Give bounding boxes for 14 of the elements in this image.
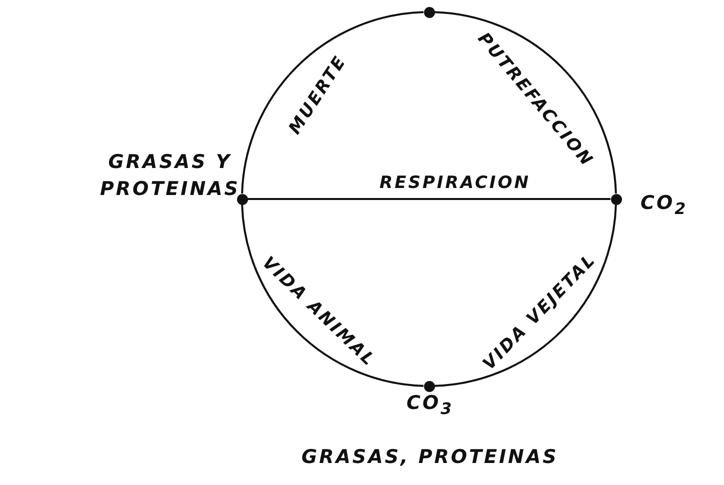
side-label: GRASAS, PROTEINAS [302, 446, 558, 470]
side-label: CO$_{2}$ [640, 192, 688, 218]
junction-dot [236, 194, 248, 204]
junction-dot [610, 194, 622, 204]
side-label: GRASAS Y PROTEINAS [99, 150, 241, 202]
connector-line [434, 204, 617, 387]
connector-line [248, 198, 610, 200]
side-label: CO$_{3}$ [406, 392, 454, 418]
edge-label: RESPIRACION [380, 173, 530, 193]
connector-line [241, 11, 424, 194]
junction-dot [424, 380, 434, 392]
connector-line [434, 11, 617, 194]
connector-line [241, 204, 424, 387]
junction-dot [424, 6, 434, 18]
